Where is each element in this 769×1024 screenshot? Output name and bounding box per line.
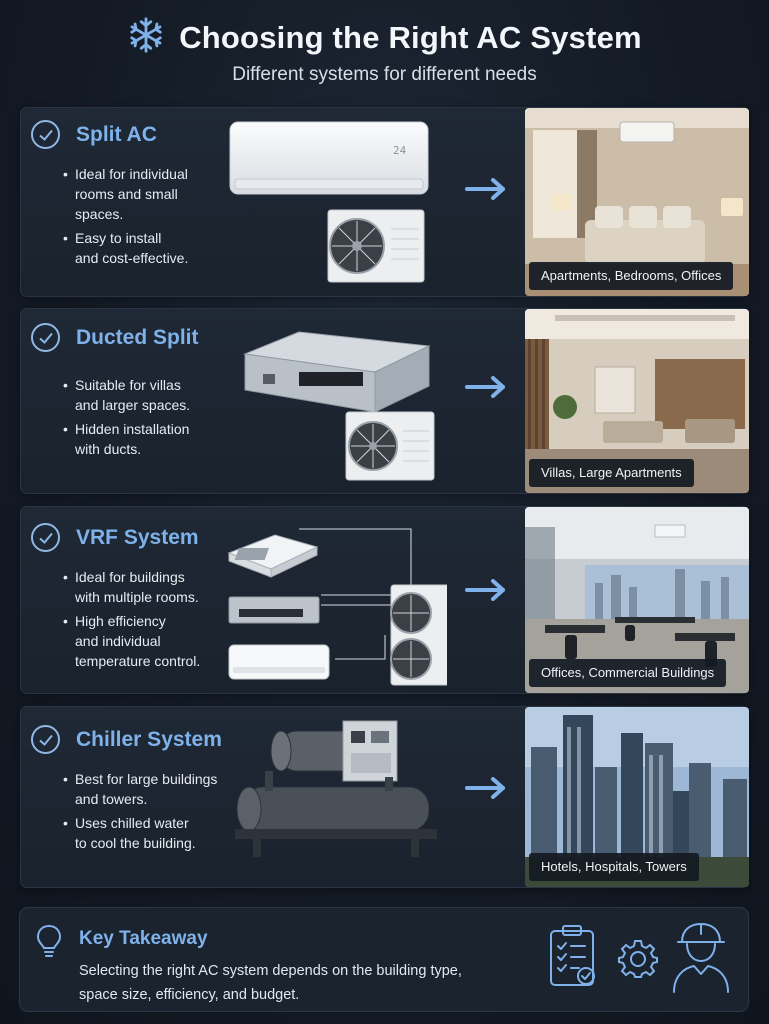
card-title-row: Split AC: [31, 120, 157, 149]
outdoor-unit-image: [327, 209, 425, 283]
feature-list: Suitable for villas and larger spaces. H…: [63, 375, 190, 463]
page-subtitle: Different systems for different needs: [232, 64, 537, 85]
scene-towers-image: Hotels, Hospitals, Towers: [525, 707, 749, 887]
title-row: Choosing the Right AC System: [0, 16, 769, 59]
card-title: Chiller System: [76, 727, 222, 751]
check-circle-icon: [31, 323, 60, 352]
card-title-row: VRF System: [31, 523, 199, 552]
takeaway-text: Selecting the right AC system depends on…: [79, 963, 462, 1003]
card-title: Split AC: [76, 122, 157, 146]
card-title-row: Chiller System: [31, 725, 222, 754]
check-circle-icon: [31, 523, 60, 552]
card-title-row: Ducted Split: [31, 323, 199, 352]
feature-list: Best for large buildings and towers. Use…: [63, 769, 217, 857]
clipboard-checklist-icon: [550, 925, 595, 986]
use-case-caption: Villas, Large Apartments: [529, 459, 694, 487]
feature-item: Best for large buildings and towers.: [63, 769, 217, 809]
page-title: Choosing the Right AC System: [179, 19, 642, 55]
feature-list: Ideal for individual rooms and small spa…: [63, 164, 188, 272]
scene-apartment-image: Apartments, Bedrooms, Offices: [525, 108, 749, 296]
card-title: Ducted Split: [76, 325, 199, 349]
arrow-right-icon: [465, 579, 505, 601]
outdoor-unit-image: [345, 411, 435, 481]
header: Choosing the Right AC System Different s…: [0, 0, 769, 100]
temperature-display: 24: [393, 144, 407, 157]
use-case-caption: Apartments, Bedrooms, Offices: [529, 262, 734, 290]
feature-item: High efficiency and individual temperatu…: [63, 611, 200, 671]
arrow-right-icon: [465, 376, 505, 398]
vrf-system-diagram-image: [227, 528, 447, 686]
feature-item: Uses chilled water to cool the building.: [63, 813, 217, 853]
takeaway-title: Key Takeaway: [79, 928, 208, 949]
system-card-ducted-split: Ducted Split Suitable for villas and lar…: [20, 308, 749, 494]
card-title: VRF System: [76, 525, 199, 549]
lightbulb-icon: [36, 924, 62, 957]
use-case-caption: Hotels, Hospitals, Towers: [529, 853, 699, 881]
key-takeaway-panel: Key Takeaway Selecting the right AC syst…: [19, 907, 749, 1012]
system-card-chiller-system: Chiller System Best for large buildings …: [20, 706, 749, 888]
gear-icon: [618, 940, 658, 978]
ducted-indoor-unit-image: [243, 331, 431, 413]
arrow-right-icon: [465, 178, 505, 200]
chiller-unit-image: [235, 720, 437, 857]
engineer-hardhat-icon: [673, 923, 729, 993]
arrow-right-icon: [465, 777, 505, 799]
snowflake-icon: [127, 16, 165, 59]
feature-item: Suitable for villas and larger spaces.: [63, 375, 190, 415]
feature-item: Hidden installation with ducts.: [63, 419, 190, 459]
system-card-split-ac: Split AC Ideal for individual rooms and …: [20, 107, 749, 297]
check-circle-icon: [31, 120, 60, 149]
scene-office-image: Offices, Commercial Buildings: [525, 507, 749, 693]
scene-villa-image: Villas, Large Apartments: [525, 309, 749, 493]
feature-item: Ideal for individual rooms and small spa…: [63, 164, 188, 224]
feature-item: Ideal for buildings with multiple rooms.: [63, 567, 200, 607]
use-case-caption: Offices, Commercial Buildings: [529, 659, 727, 687]
wall-split-indoor-unit-image: 24: [229, 121, 429, 195]
feature-item: Easy to install and cost-effective.: [63, 228, 188, 268]
check-circle-icon: [31, 725, 60, 754]
system-card-vrf-system: VRF System Ideal for buildings with mult…: [20, 506, 749, 694]
feature-list: Ideal for buildings with multiple rooms.…: [63, 567, 200, 675]
